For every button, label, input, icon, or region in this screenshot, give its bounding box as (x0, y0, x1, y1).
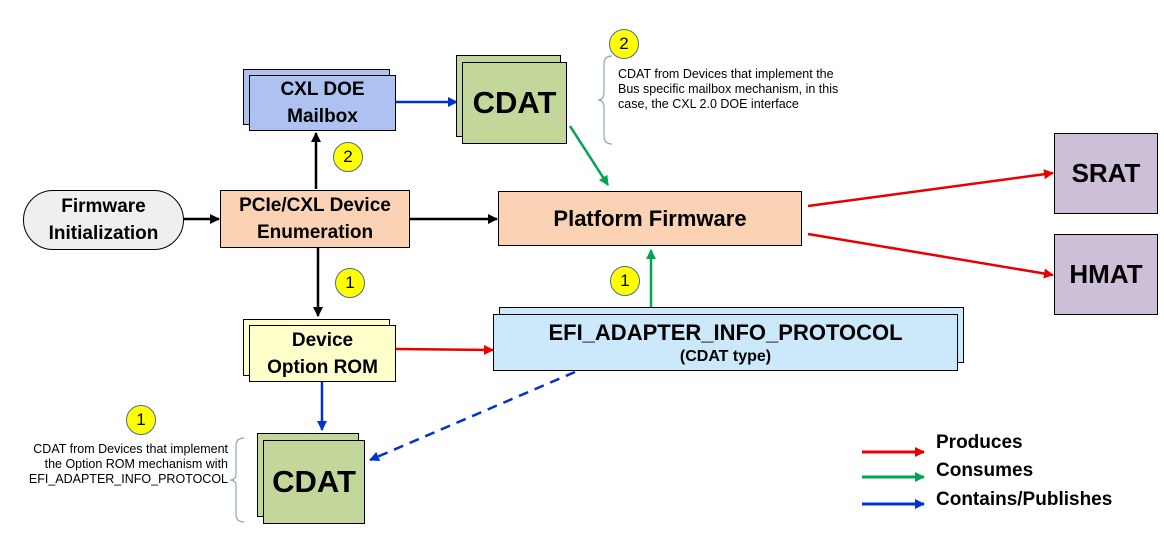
note-bottom-line1: CDAT from Devices that implement (33, 442, 228, 456)
note-bottom-line3: EFI_ADAPTER_INFO_PROTOCOL (28, 472, 228, 486)
doe-mailbox-line1: CXL DOE (280, 79, 365, 100)
enumeration-line2: Enumeration (256, 222, 374, 243)
arrow-cdat-to-platform (568, 125, 610, 186)
note-top-line1: CDAT from Devices that implement the (618, 67, 834, 81)
srat-node: SRAT (1054, 133, 1158, 214)
legend-contains-publishes: Contains/Publishes (936, 489, 1113, 510)
efi-protocol-line2: (CDAT type) (679, 347, 772, 365)
enumeration-line1: PCIe/CXL Device (239, 195, 391, 216)
firmware-initialization-node: Firmware Initialization (23, 190, 184, 250)
platform-firmware-label: Platform Firmware (553, 205, 747, 231)
hmat-label: HMAT (1069, 259, 1143, 289)
note-bottom: CDAT from Devices that implement the Opt… (2, 442, 228, 487)
srat-label: SRAT (1071, 158, 1141, 188)
note-top-line2: Bus specific mailbox mechanism, in this (618, 82, 839, 96)
badge-enum-up: 2 (333, 142, 363, 172)
badge-efi-up: 1 (610, 266, 640, 296)
note-bottom-line2: the Option ROM mechanism with (44, 457, 228, 471)
legend-consumes: Consumes (936, 460, 1034, 481)
arrow-efi-to-cdat-dashed (369, 370, 576, 462)
hmat-node: HMAT (1054, 234, 1158, 315)
cdat-bottom-node: CDAT (263, 440, 365, 524)
cdat-top-node: CDAT (462, 62, 567, 144)
option-rom-line1: Device (291, 329, 354, 351)
cxl-doe-mailbox-node: CXL DOE Mailbox (249, 75, 396, 131)
device-enumeration-node: PCIe/CXL Device Enumeration (220, 190, 410, 248)
efi-protocol-line1: EFI_ADAPTER_INFO_PROTOCOL (548, 319, 903, 345)
badge-top-right: 2 (609, 29, 639, 59)
brace-bottom (229, 437, 245, 523)
arrow-optionrom-to-efi (395, 344, 494, 355)
note-top-line3: case, the CXL 2.0 DOE interface (618, 97, 799, 111)
arrow-platform-to-srat (807, 169, 1054, 208)
arrow-platform-to-hmat (807, 232, 1054, 279)
note-top: CDAT from Devices that implement the Bus… (618, 67, 838, 112)
legend-produces: Produces (936, 432, 1023, 453)
device-option-rom-node: Device Option ROM (249, 325, 396, 382)
platform-firmware-node: Platform Firmware (498, 191, 802, 246)
option-rom-line2: Option ROM (267, 356, 378, 378)
firmware-init-line1: Firmware (61, 196, 146, 217)
doe-mailbox-line2: Mailbox (287, 106, 358, 127)
badge-enum-down: 1 (335, 268, 365, 298)
efi-adapter-info-protocol-node: EFI_ADAPTER_INFO_PROTOCOL (CDAT type) (493, 314, 958, 371)
badge-bottom-left: 1 (126, 405, 156, 435)
firmware-init-line2: Initialization (48, 223, 159, 244)
brace-top (597, 55, 613, 145)
cdat-bottom-label: CDAT (272, 464, 356, 499)
cdat-top-label: CDAT (472, 85, 557, 120)
